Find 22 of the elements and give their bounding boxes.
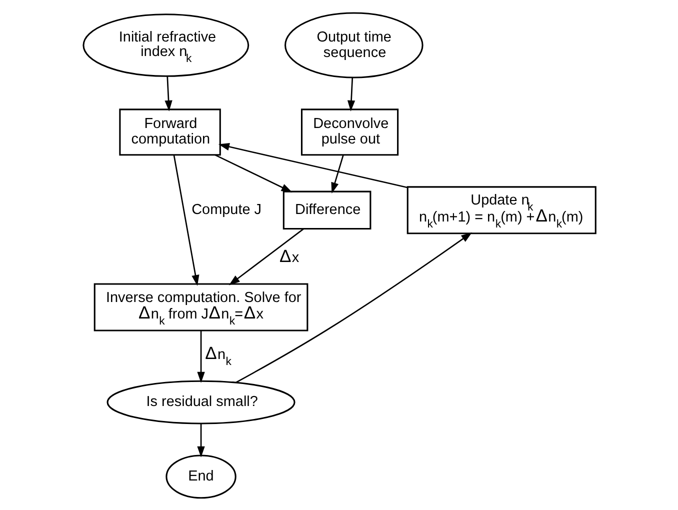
edge-label: Δx: [279, 245, 299, 266]
node-box: Update n$_{k}$ n$_{k}$(m+1) = n$_{k}$(m) +Δn$_{k}$(m): [406, 186, 596, 234]
node-box: Difference: [282, 190, 371, 230]
arrow: [228, 228, 304, 285]
node-ellipse: Output time sequence: [284, 12, 423, 78]
arrow: [172, 154, 199, 286]
arrow: [235, 232, 472, 383]
node-box: Forward computation: [118, 108, 220, 156]
arrow: [214, 154, 292, 192]
node-ellipse: Is residual small?: [106, 380, 295, 424]
edge-label: Compute J: [191, 201, 262, 218]
arrow: [196, 423, 204, 457]
arrow: [346, 76, 355, 111]
node-box: Deconvolve pulse out: [300, 108, 398, 156]
node-ellipse: End: [165, 454, 236, 498]
node-ellipse: Initial refractive index n$_{k}$: [82, 13, 249, 76]
arrow: [196, 330, 204, 382]
arrow: [218, 142, 407, 188]
edge-label: Δn$_{k}$: [204, 342, 232, 368]
node-box: Inverse computation. Solve for Δn$_{k}$ from JΔn$_{k}$=Δx: [93, 282, 308, 331]
arrow: [164, 75, 172, 111]
arrow: [330, 154, 344, 193]
